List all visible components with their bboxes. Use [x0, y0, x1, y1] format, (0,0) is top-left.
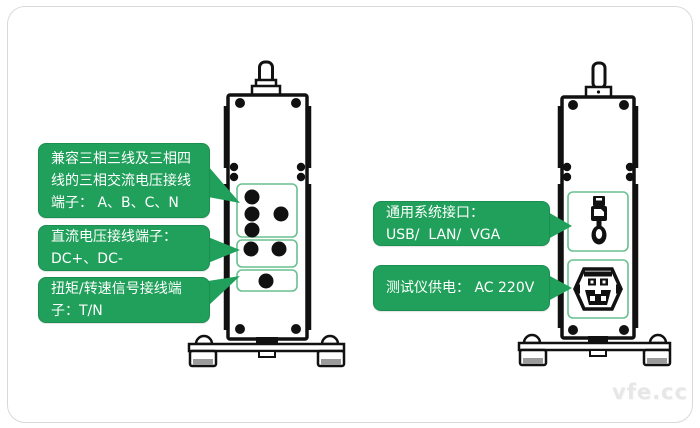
- foot-pad-icon: [523, 358, 543, 364]
- callout-text-line: 通用系统接口：: [386, 204, 484, 221]
- vga-connector-icon: [591, 221, 607, 245]
- corner-screw-icon: [568, 100, 578, 110]
- terminal-post-icon: [258, 273, 274, 289]
- callout-ac-voltage-terminals: 兼容三相三线及三相四 线的三相交流电压接线 端子： A、B、C、N: [38, 143, 210, 218]
- callout-tails: [208, 166, 572, 306]
- left-device-drawing: [187, 60, 346, 368]
- ac-terminals-panel: [236, 183, 298, 238]
- left-device-shaft: [250, 60, 282, 98]
- right-device-drawing: [517, 61, 672, 367]
- torque-terminal-panel: [236, 269, 298, 292]
- callout-text-line: 直流电压接线端子：: [51, 229, 177, 245]
- corner-screw-icon: [291, 98, 301, 108]
- corner-screw-icon: [619, 100, 629, 110]
- corner-screw-icon: [291, 324, 301, 334]
- right-device-shaft: [584, 61, 613, 99]
- corner-screw-icon: [235, 98, 245, 108]
- watermark: vfe.cc: [612, 380, 688, 404]
- side-screw-icon: [562, 172, 572, 182]
- lan-connector-icon: [591, 206, 607, 221]
- foot-pad-icon: [647, 358, 667, 364]
- foot-pad-icon: [193, 359, 213, 365]
- callout-tail-ports: [548, 212, 572, 239]
- callout-text-line: DC+、DC-: [51, 251, 123, 267]
- foot-pad-icon: [321, 359, 341, 365]
- right-device-stand: [517, 333, 672, 367]
- callout-text-line: 测试仪供电： AC 220V: [386, 280, 535, 296]
- callout-text-line: 端子： A、B、C、N: [51, 194, 179, 211]
- terminal-post-icon: [243, 241, 259, 257]
- terminal-post-icon: [271, 241, 287, 257]
- side-screw-icon: [296, 172, 306, 182]
- side-screw-icon: [229, 172, 239, 182]
- callout-text-line: 兼容三相三线及三相四: [51, 150, 191, 167]
- side-screw-icon: [625, 172, 635, 182]
- terminal-post-icon: [244, 206, 260, 222]
- corner-screw-icon: [568, 325, 578, 335]
- callout-text-line: 扭矩/转速信号接线端: [51, 281, 182, 297]
- callout-tail-power: [548, 275, 572, 301]
- power-inlet-panel: [567, 259, 629, 319]
- callout-text-line: USB/ LAN/ VGA: [386, 226, 501, 243]
- callout-tail-torque: [208, 276, 240, 306]
- callout-dc-voltage-terminals: 直流电压接线端子： DC+、DC-: [38, 225, 210, 271]
- left-device-stand: [187, 334, 346, 368]
- callout-system-interfaces: 通用系统接口： USB/ LAN/ VGA: [373, 201, 550, 246]
- callout-tail-ac: [208, 166, 240, 203]
- corner-screw-icon: [619, 325, 629, 335]
- side-screw-icon: [229, 162, 239, 172]
- side-screw-icon: [296, 162, 306, 172]
- callout-torque-speed-terminal: 扭矩/转速信号接线端 子：T/N: [38, 277, 210, 323]
- callout-text-line: 线的三相交流电压接线: [51, 172, 191, 189]
- callout-tail-dc: [208, 237, 240, 263]
- terminal-post-icon: [244, 189, 260, 205]
- corner-screw-icon: [235, 324, 245, 334]
- terminal-post-icon: [273, 206, 289, 222]
- usb-connector-icon: [593, 196, 605, 206]
- iec-power-inlet-icon: [573, 267, 623, 311]
- system-ports-panel: [567, 191, 629, 252]
- callout-text-line: 子：T/N: [51, 303, 103, 319]
- terminal-post-icon: [244, 222, 260, 238]
- side-screw-icon: [625, 162, 635, 172]
- callout-tester-power-supply: 测试仪供电： AC 220V: [373, 265, 550, 311]
- dc-terminals-panel: [236, 239, 298, 268]
- side-screw-icon: [562, 162, 572, 172]
